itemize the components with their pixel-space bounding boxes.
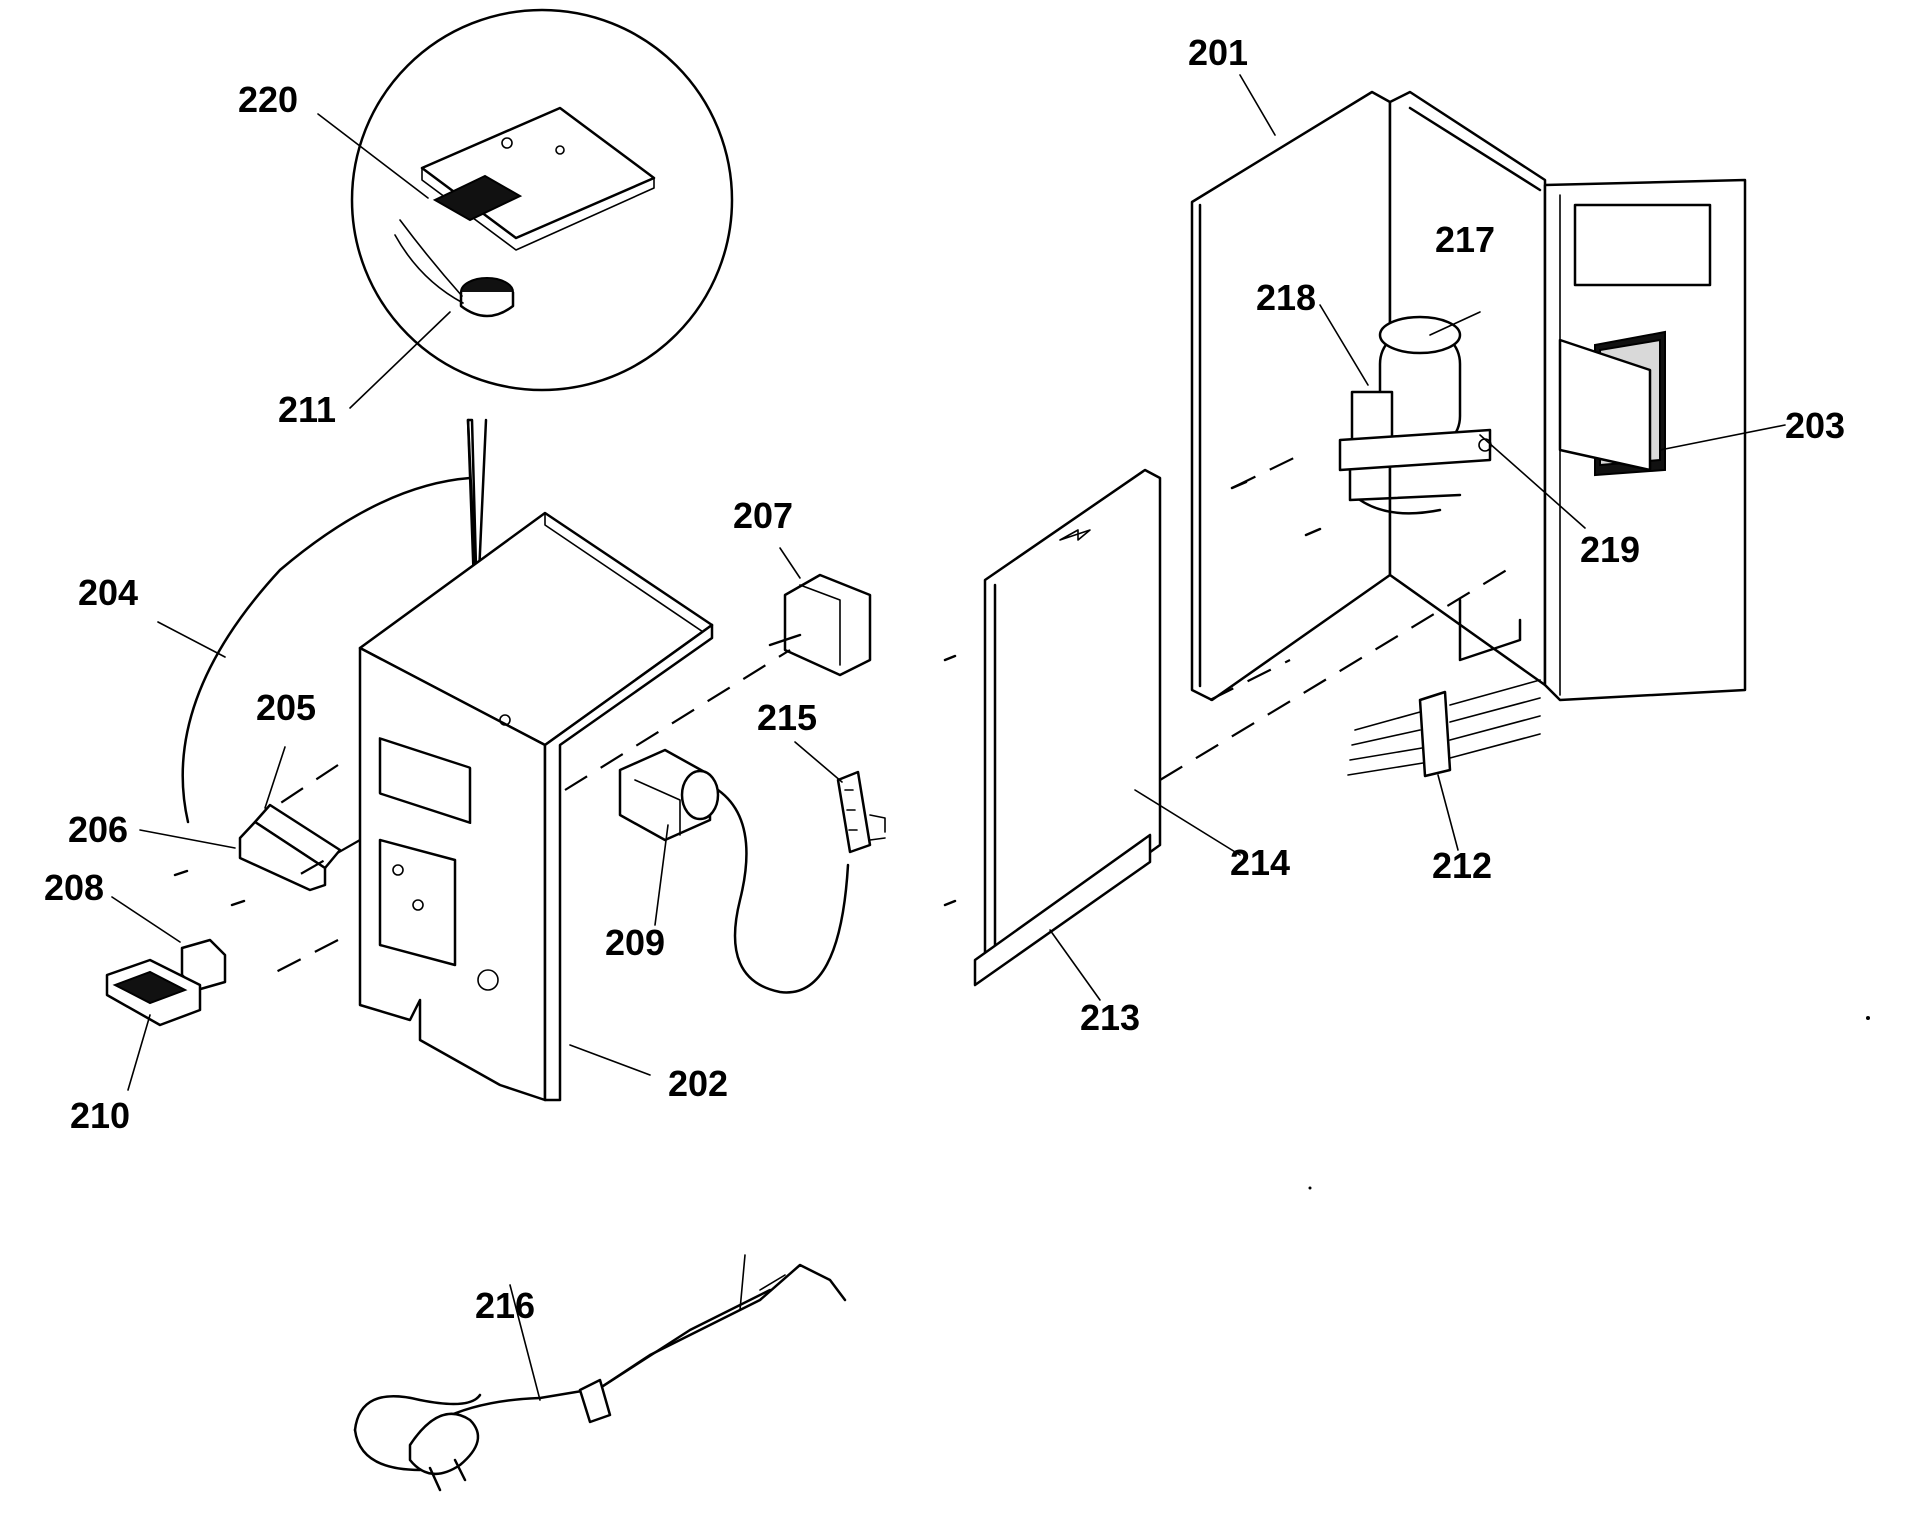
overload-protector: [836, 770, 886, 854]
callout-201: 201: [1188, 32, 1248, 73]
callout-219: 219: [1580, 529, 1640, 570]
callout-213: 213: [1080, 997, 1140, 1038]
callout-212: 212: [1432, 845, 1492, 886]
callout-202: 202: [668, 1063, 728, 1104]
small-parts: [105, 938, 227, 1027]
callout-220: 220: [238, 79, 298, 120]
callout-217: 217: [1435, 219, 1495, 260]
terminal-block: [1347, 679, 1541, 778]
relay: [768, 573, 872, 677]
capacitor-assembly: [1338, 315, 1492, 515]
thermostat: [618, 748, 850, 994]
callout-214: 214: [1230, 842, 1290, 883]
callout-203: 203: [1785, 405, 1845, 446]
callout-209: 209: [605, 922, 665, 963]
callout-207-208: 208: [44, 867, 104, 908]
wire-harness-204: [181, 476, 472, 824]
callout-216: 216: [475, 1285, 535, 1326]
leader-lines: [111, 74, 1786, 1401]
callout-206: 206: [68, 809, 128, 850]
callout-218: 218: [1256, 277, 1316, 318]
callout-215: 215: [757, 697, 817, 738]
power-cord: [353, 1254, 847, 1492]
scan-speck: [1866, 1016, 1870, 1020]
electrical-box: [358, 511, 714, 1102]
callout-211: 211: [278, 389, 336, 430]
callout-labels: 201 202 203 204 205 206 208 207 209 210 …: [44, 32, 1845, 1326]
mounting-bracket: [173, 803, 342, 907]
assembly-dash-lines: [269, 454, 1516, 976]
rear-cabinet: [1190, 90, 1747, 702]
front-panel: [943, 468, 1162, 987]
callout-210: 210: [70, 1095, 130, 1136]
callout-207: 207: [733, 495, 793, 536]
scan-speck: [1308, 1186, 1312, 1190]
callout-204: 204: [78, 572, 138, 613]
callout-205: 205: [256, 687, 316, 728]
